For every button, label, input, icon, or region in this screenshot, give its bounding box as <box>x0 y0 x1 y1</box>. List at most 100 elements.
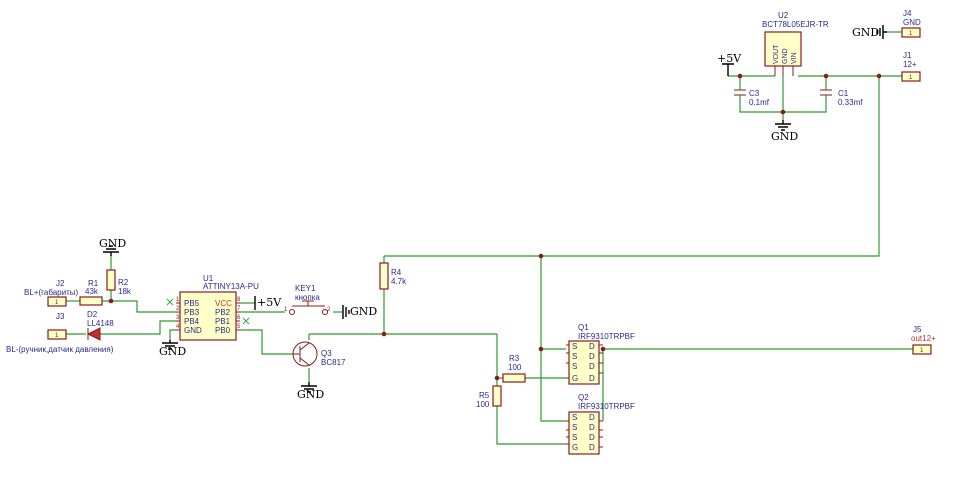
j4-connector[interactable]: 1 J4 GND <box>901 9 921 38</box>
q1-pin-d: D <box>589 362 595 371</box>
q2-pin-s: S <box>572 413 577 422</box>
u1-pin-number: 5 <box>237 324 241 330</box>
u1-pin-pb5: PB5 <box>184 299 200 308</box>
wires <box>66 31 913 445</box>
u1-pin-vcc: VCC <box>215 299 232 308</box>
r2-resistor[interactable]: R2 18k <box>106 269 132 296</box>
q1-value: IRF9310TRPBF <box>578 332 635 341</box>
q2-mosfet[interactable]: Q2 IRF9310TRPBF S S S G D D D D <box>566 393 635 455</box>
vcc-label: +5V <box>717 52 742 65</box>
key1-pin1: 1 <box>284 307 288 313</box>
junction-dot <box>381 331 387 337</box>
q2-pin-d: D <box>589 443 595 452</box>
key1-value: кнопка <box>295 293 320 302</box>
u1-pin-pb2: PB2 <box>215 308 231 317</box>
r5-value: 100 <box>476 400 490 409</box>
q2-pin-g: G <box>572 443 578 452</box>
j5-connector[interactable]: 1 J5 out12+ <box>911 325 936 355</box>
q1-pin-s: S <box>572 352 577 361</box>
junction-dot <box>600 346 606 352</box>
d2-value: LL4148 <box>87 319 114 328</box>
r2-ref: R2 <box>118 278 129 287</box>
q1-pin-d: D <box>589 342 595 351</box>
u2-value: BCT78L05EJR-TR <box>762 20 829 29</box>
wire-u1-gnd <box>169 329 176 340</box>
gnd-symbol-r2: GND <box>99 237 126 256</box>
j4-ref: J4 <box>903 9 912 18</box>
j1-value: 12+ <box>903 60 917 69</box>
j4-value: GND <box>903 18 921 27</box>
gnd-label: GND <box>159 345 186 358</box>
c1-value: 0.33mf <box>838 98 863 107</box>
u1-pin-number: 3 <box>176 315 180 321</box>
gnd-label: GND <box>99 237 126 250</box>
u1-pin-pb0: PB0 <box>215 326 231 335</box>
q2-pin-s: S <box>572 433 577 442</box>
r1-ref: R1 <box>88 279 99 288</box>
r4-resistor[interactable]: R4 4.7k <box>379 262 407 290</box>
q2-pin-s: S <box>572 423 577 432</box>
junction-dot <box>108 298 114 304</box>
q1-mosfet[interactable]: Q1 IRF9310TRPBF S S S G D D D D <box>566 323 635 385</box>
q2-ref: Q2 <box>578 393 589 402</box>
vcc-5v-symbol-regulator: +5V <box>717 52 742 76</box>
r4-ref: R4 <box>391 268 402 277</box>
u2-pin-gnd: GND <box>782 48 789 64</box>
r5-resistor[interactable]: R5 100 <box>476 385 502 409</box>
u1-pin-number: 2 <box>176 306 180 312</box>
q1-pin-d: D <box>589 374 595 383</box>
r4-value: 4.7k <box>391 277 407 286</box>
r3-resistor[interactable]: R3 100 <box>502 354 526 383</box>
gnd-symbol-u1: GND <box>159 340 186 358</box>
j1-ref: J1 <box>903 51 912 60</box>
q1-pin-s: S <box>572 342 577 351</box>
j3-value: BL-(ручник,датчик давления) <box>6 345 114 354</box>
vcc-label: +5V <box>257 296 282 309</box>
wire-r1-node <box>102 300 176 313</box>
u1-pin-number: 7 <box>237 306 241 312</box>
junction-dot <box>780 109 786 115</box>
q3-transistor[interactable]: Q3 BC817 <box>292 341 346 367</box>
gnd-symbol-j4: GND <box>852 25 887 39</box>
q2-pin-d: D <box>589 423 595 432</box>
j4-pin: 1 <box>909 31 913 37</box>
q2-value: IRF9310TRPBF <box>578 402 635 411</box>
j3-ref: J3 <box>56 312 65 321</box>
junctions <box>108 73 882 381</box>
junction-dot <box>737 73 743 79</box>
c3-ref: C3 <box>749 89 760 98</box>
u1-attiny[interactable]: U1 ATTINY13A-PU PB5 PB3 PB4 GND VCC PB2 … <box>166 274 259 341</box>
r3-value: 100 <box>508 363 522 372</box>
r2-value: 18k <box>118 287 132 296</box>
junction-dot <box>494 375 500 381</box>
u2-pin-vin: VIN <box>791 52 798 64</box>
gnd-label: GND <box>350 305 377 318</box>
j3-connector[interactable]: 1 J3 BL-(ручник,датчик давления) <box>6 312 114 354</box>
j2-pin: 1 <box>55 300 59 306</box>
c3-capacitor[interactable]: C3 0.1mf <box>734 89 770 107</box>
d2-diode[interactable]: D2 LL4148 <box>86 310 114 341</box>
no-connect-marker <box>166 298 174 306</box>
j1-connector[interactable]: 1 J1 12+ <box>901 51 921 82</box>
u1-ref: U1 <box>203 274 214 283</box>
j5-value: out12+ <box>911 334 936 343</box>
gnd-label: GND <box>297 388 324 401</box>
gnd-symbol-regulator: GND <box>771 120 798 143</box>
vcc-5v-symbol-u1: +5V <box>254 296 282 310</box>
j5-pin: 1 <box>920 348 924 354</box>
key1-button[interactable]: KEY1 кнопка 1 2 <box>284 284 331 315</box>
r1-resistor[interactable]: R1 43k <box>79 279 103 306</box>
u2-regulator[interactable]: U2 BCT78L05EJR-TR VOUT GND VIN <box>762 11 829 76</box>
u1-pin-number: 1 <box>176 297 180 303</box>
c1-capacitor[interactable]: C1 0.33mf <box>820 89 863 107</box>
j2-connector[interactable]: 1 J2 BL+(габариты) <box>24 279 78 307</box>
u2-pin-vout: VOUT <box>773 44 780 64</box>
r3-ref: R3 <box>509 354 520 363</box>
q3-value: BC817 <box>321 358 346 367</box>
junction-dot <box>538 253 544 259</box>
d2-ref: D2 <box>87 310 98 319</box>
wire-pb0-q3 <box>240 329 293 355</box>
q2-pin-d: D <box>589 433 595 442</box>
j3-pin: 1 <box>55 333 59 339</box>
